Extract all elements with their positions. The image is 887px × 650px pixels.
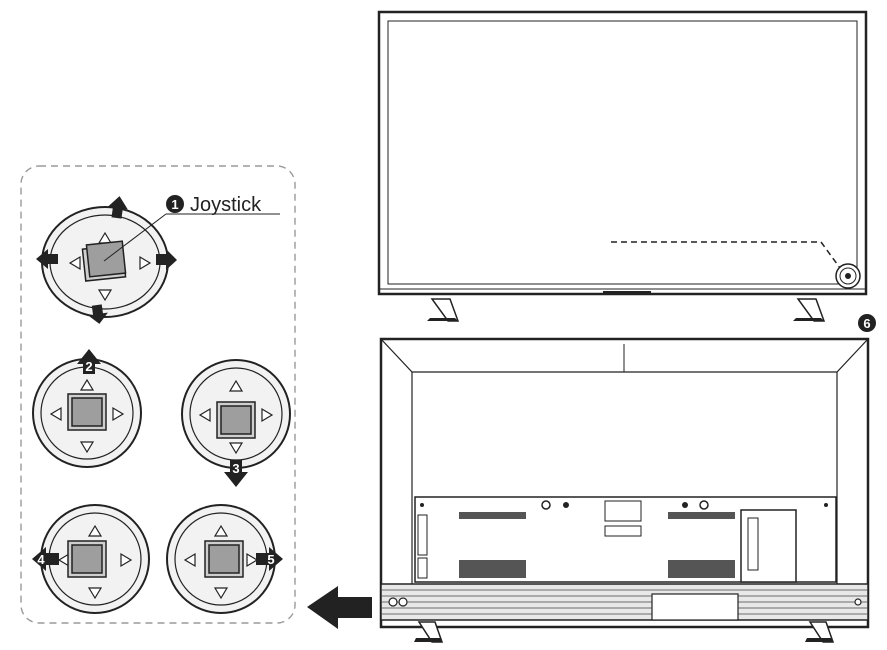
callout-5-number: 5 <box>267 552 274 567</box>
joystick-up-state: 2 <box>32 349 142 468</box>
joystick-right-state: 5 <box>166 504 283 614</box>
arrow-down-icon <box>88 304 108 324</box>
callout-1-number: 1 <box>171 197 178 212</box>
arrow-right-icon <box>156 249 177 270</box>
arrow-left-icon <box>36 249 58 269</box>
tv-front-view: 6 <box>377 10 876 332</box>
joystick-down-state: 3 <box>181 359 291 487</box>
joystick-label: Joystick <box>190 194 262 216</box>
tv-rear-view <box>379 337 870 643</box>
callout-6-number: 6 <box>863 316 870 331</box>
main-joystick: 1 Joystick <box>36 194 280 324</box>
joystick-detail-panel <box>20 165 296 624</box>
callout-4-number: 4 <box>37 552 45 567</box>
joystick-left-state: 4 <box>32 504 150 614</box>
callout-3-number: 3 <box>232 461 239 476</box>
arrow-up-icon <box>107 196 128 219</box>
pointer-arrow-icon <box>307 586 372 629</box>
callout-2-number: 2 <box>85 359 92 374</box>
detail-dashed-border <box>20 165 296 624</box>
